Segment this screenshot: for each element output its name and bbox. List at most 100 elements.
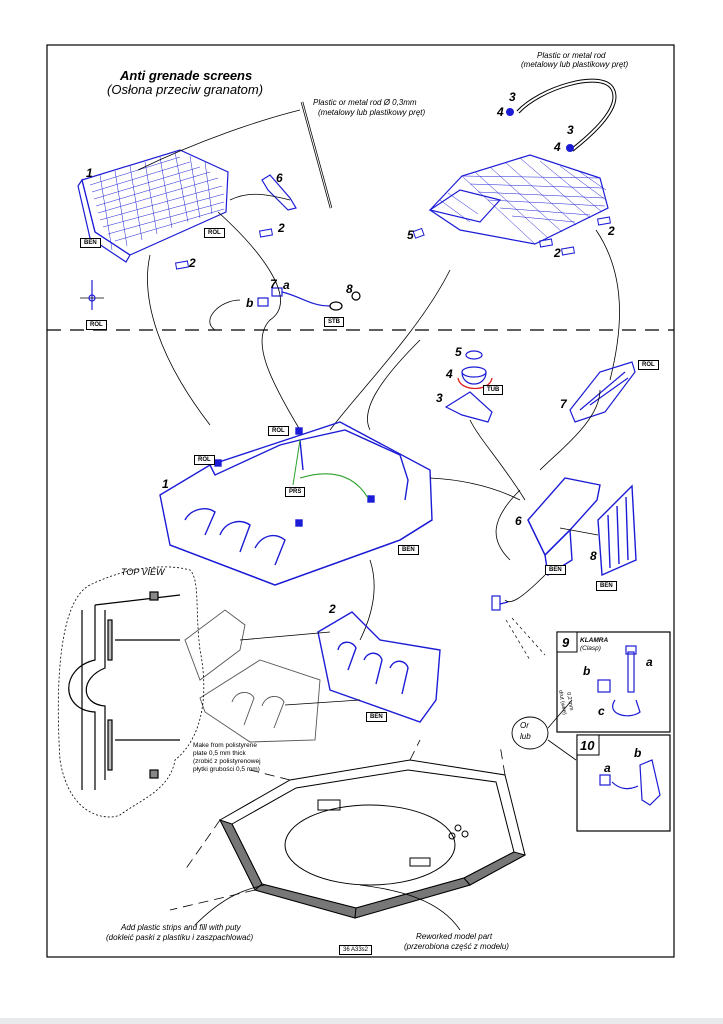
clasp-drawing-9 [597, 645, 641, 717]
guide-green [292, 439, 369, 499]
part-label-8-top: 8 [346, 282, 353, 296]
box-9-number: 9 [562, 635, 570, 650]
part-label-b-top: b [246, 296, 254, 310]
clasp-label: (Clasp) [580, 645, 601, 652]
part-label-1-top: 1 [86, 166, 93, 180]
make-from-line-4: płytki grubości 0,5 mm) [193, 766, 260, 773]
detail-box-9-num-frame [556, 631, 578, 653]
part-label-3-lower: 3 [436, 391, 443, 405]
reworked-label-pl: (przerobiona część z modelu) [404, 942, 509, 951]
clips-2 [174, 216, 612, 270]
part-label-6-top: 6 [276, 171, 283, 185]
tag-rol-2: ROL [86, 320, 107, 330]
make-from-line-3: (zrobić z polistyrenowej [193, 758, 261, 765]
tag-rol-5: ROL [194, 455, 215, 465]
part-label-4-lower: 4 [446, 367, 453, 381]
dashed-guides-right [505, 617, 546, 661]
make-from-line-1: Make from polistyrene [193, 742, 257, 749]
box-9-label-b: b [583, 664, 591, 678]
part-3-plate [444, 391, 493, 423]
sheet-code: 36 A33s2 [339, 945, 373, 955]
guide-lines-templates [239, 631, 361, 706]
part-label-6-lower: 6 [515, 514, 522, 528]
clip-lower-right [491, 595, 509, 611]
tag-ben-2: BEN [398, 545, 419, 555]
reworked-label: Reworked model part [416, 932, 493, 941]
part-7-right [569, 361, 636, 423]
tag-ben-3: BEN [545, 565, 566, 575]
guide-lines-upper [137, 109, 620, 431]
hull-dash-lines [169, 739, 506, 911]
part-label-4-a: 4 [497, 105, 504, 119]
hull-leader-lines [194, 884, 461, 931]
or-label: Or [520, 721, 529, 730]
part-label-2-c: 2 [554, 246, 561, 260]
rod-top-right-label: Plastic or metal rod [537, 51, 606, 60]
part-label-2-a: 2 [278, 221, 285, 235]
part-1-frame [159, 421, 433, 586]
or-lub-arrows [547, 699, 577, 761]
tag-stb: STB [324, 317, 344, 327]
part-label-3-b: 3 [567, 123, 574, 137]
rod-mid-inner [301, 101, 332, 209]
pegs-3-4 [506, 108, 574, 152]
part-1-screen-top [77, 149, 229, 263]
template-plates [184, 609, 321, 743]
rotate-arrow [457, 377, 493, 390]
part-4-5-tub [461, 350, 487, 385]
box-10-label-b: b [634, 746, 642, 760]
detail-box-10-num-frame [576, 734, 600, 756]
part-label-7-lower: 7 [560, 397, 567, 411]
rod-mid-label: Plastic or metal rod Ø 0,3mm [313, 98, 417, 107]
tag-ben-5: BEN [366, 712, 387, 722]
part-8-right [597, 484, 637, 577]
part-label-a-top: a [283, 278, 290, 292]
rol-detail-left [80, 280, 104, 310]
box-10-number: 10 [580, 738, 595, 753]
tag-rol-4: ROL [268, 426, 289, 436]
tag-ben-4: BEN [596, 581, 617, 591]
part-label-2-d: 2 [608, 224, 615, 238]
top-view-label: TOP VIEW [121, 567, 165, 577]
top-view-drawing [68, 591, 181, 790]
part-label-1-lower: 1 [162, 477, 169, 491]
part-screen-top-right [428, 154, 609, 245]
make-from-line-2: plate 0,5 mm thick [193, 750, 246, 757]
klamra-label: KLAMRA [580, 637, 609, 644]
add-strips-label: Add plastic strips and fill with puty [121, 923, 241, 932]
sheet-border [46, 44, 675, 958]
part-2-lower [317, 611, 441, 723]
part-6-bracket-top [261, 174, 297, 211]
part-label-5-top: 5 [407, 228, 414, 242]
tag-rol-1: ROL [204, 228, 225, 238]
lub-label: lub [520, 732, 531, 741]
top-view-cloud [57, 566, 205, 818]
part-label-2-lower: 2 [329, 602, 336, 616]
guide-lines-middle [359, 389, 601, 641]
tag-ben-1: BEN [80, 238, 101, 248]
add-strips-label-pl: (dokleić paski z plastiku i zaszpachlowa… [106, 933, 254, 942]
part-label-7-top: 7 [270, 277, 277, 291]
part-label-2-b: 2 [189, 256, 196, 270]
part-label-8-lower: 8 [590, 549, 597, 563]
part-label-5-lower: 5 [455, 345, 462, 359]
rod-mid-label-pl: (metalowy lub plastikowy pręt) [318, 108, 426, 117]
box-10-label-a: a [604, 761, 611, 775]
bottom-strip [0, 1018, 723, 1024]
tag-prs: PRS [285, 487, 306, 497]
page-title: Anti grenade screens [120, 68, 253, 83]
clasp-drawing-10 [599, 759, 661, 806]
or-lub-bubble [511, 716, 549, 750]
page-subtitle: (Osłona przeciw granatom) [107, 82, 264, 97]
box-9-label-a: a [646, 655, 653, 669]
hull-model [219, 759, 527, 919]
rod-top-right [516, 78, 617, 152]
tag-rol-3: ROL [638, 360, 659, 370]
rod-top-right-label-pl: (metalowy lub plastikowy pręt) [521, 60, 629, 69]
part-7-8-assembly [257, 287, 361, 311]
tag-tub: TUB [483, 385, 504, 395]
box-9-label-c: c [598, 704, 605, 718]
part-label-4-b: 4 [554, 140, 561, 154]
part-label-3-a: 3 [509, 90, 516, 104]
